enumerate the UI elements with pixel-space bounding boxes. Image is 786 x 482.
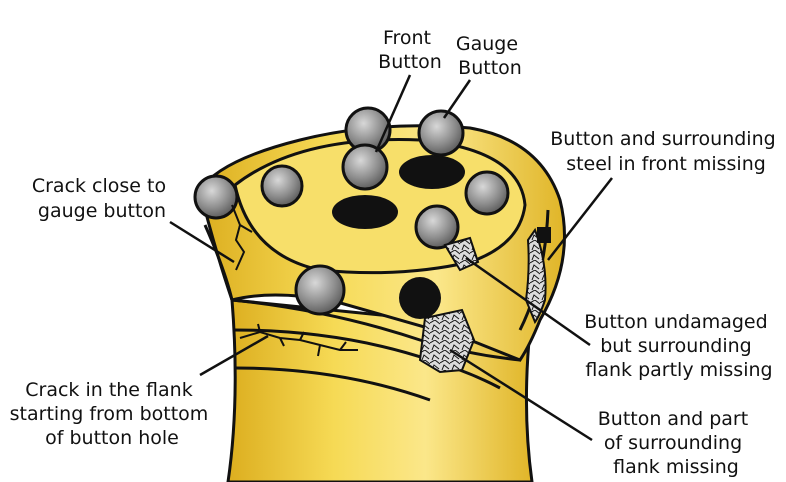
flank-groove-left (203, 224, 234, 301)
flushing-hole-upper (399, 155, 465, 189)
front-button-right (464, 170, 510, 216)
crack-flank (239, 323, 358, 357)
gauge-button-front-left (294, 264, 346, 316)
flank-band-lowest (235, 366, 431, 402)
missing-button-hole (399, 277, 441, 319)
gauge-button-top-right (417, 109, 465, 157)
leader-crack-gauge (169, 220, 235, 264)
label-crack-gauge: Crack close to gauge button (32, 175, 172, 222)
label-steel-missing: Button and surrounding steel in front mi… (550, 128, 781, 175)
front-button-damaged-side (414, 204, 460, 250)
label-flank-missing: Button and part of surrounding flank mis… (598, 408, 754, 478)
leader-flank-partly-missing (465, 256, 591, 347)
label-crack-flank: Crack in the flank starting from bottom … (10, 379, 215, 449)
leader-front-button (374, 74, 412, 153)
label-flank-partly-missing: Button undamaged but surrounding flank p… (584, 311, 773, 381)
leader-steel-missing (547, 177, 613, 261)
label-front-button: Front Button (378, 27, 442, 73)
gauge-button-left (193, 174, 239, 220)
front-button-left (260, 164, 304, 208)
flank-band-upper (231, 298, 521, 362)
broken-steel-front (524, 227, 547, 325)
leader-crack-flank (199, 334, 269, 377)
crack-gauge (231, 204, 253, 271)
front-button-center (341, 143, 389, 191)
broken-flank-lower (418, 308, 476, 374)
flushing-hole-lower (332, 195, 398, 229)
missing-button-socket (537, 227, 551, 243)
leader-flank-missing (449, 348, 593, 442)
flank-band-lower (233, 328, 501, 390)
leader-gauge-button (442, 79, 472, 119)
label-gauge-button: Gauge Button (456, 33, 524, 79)
